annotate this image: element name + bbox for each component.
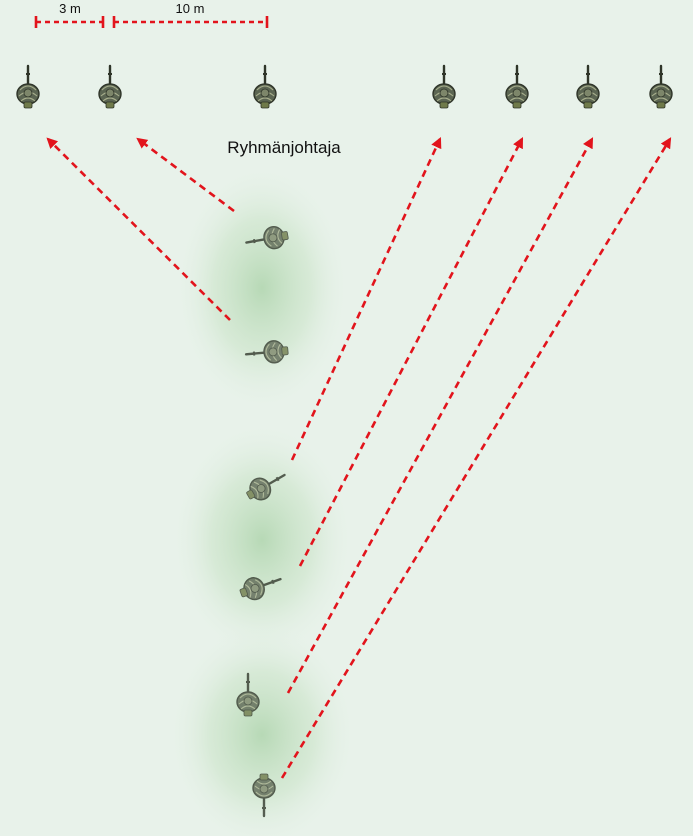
movement-arrow: [298, 137, 524, 567]
movement-arrow: [136, 137, 235, 213]
soldier-icon: [575, 64, 601, 110]
halo-top: [174, 163, 350, 413]
soldier-icon: [504, 64, 530, 110]
leader-label: Ryhmänjohtaja: [227, 138, 341, 157]
soldier-icon leader-soldier-icon: [252, 64, 278, 110]
halo-bottom: [167, 620, 357, 836]
halo-middle: [170, 420, 354, 660]
soldier-icon: [648, 64, 674, 110]
scale-bar-10m: 10 m: [112, 1, 269, 28]
scale-label-10m: 10 m: [176, 1, 205, 16]
movement-arrow: [286, 137, 594, 694]
scale-label-3m: 3 m: [59, 1, 81, 16]
movement-arrow: [280, 137, 672, 779]
soldier-icon: [15, 64, 41, 110]
soldier-icon: [97, 64, 123, 110]
scale-bar-3m: 3 m: [34, 1, 105, 28]
movement-arrow: [290, 137, 442, 461]
movement-arrow: [46, 137, 231, 321]
movement-arrows: [46, 137, 672, 779]
soldier-icon: [431, 64, 457, 110]
